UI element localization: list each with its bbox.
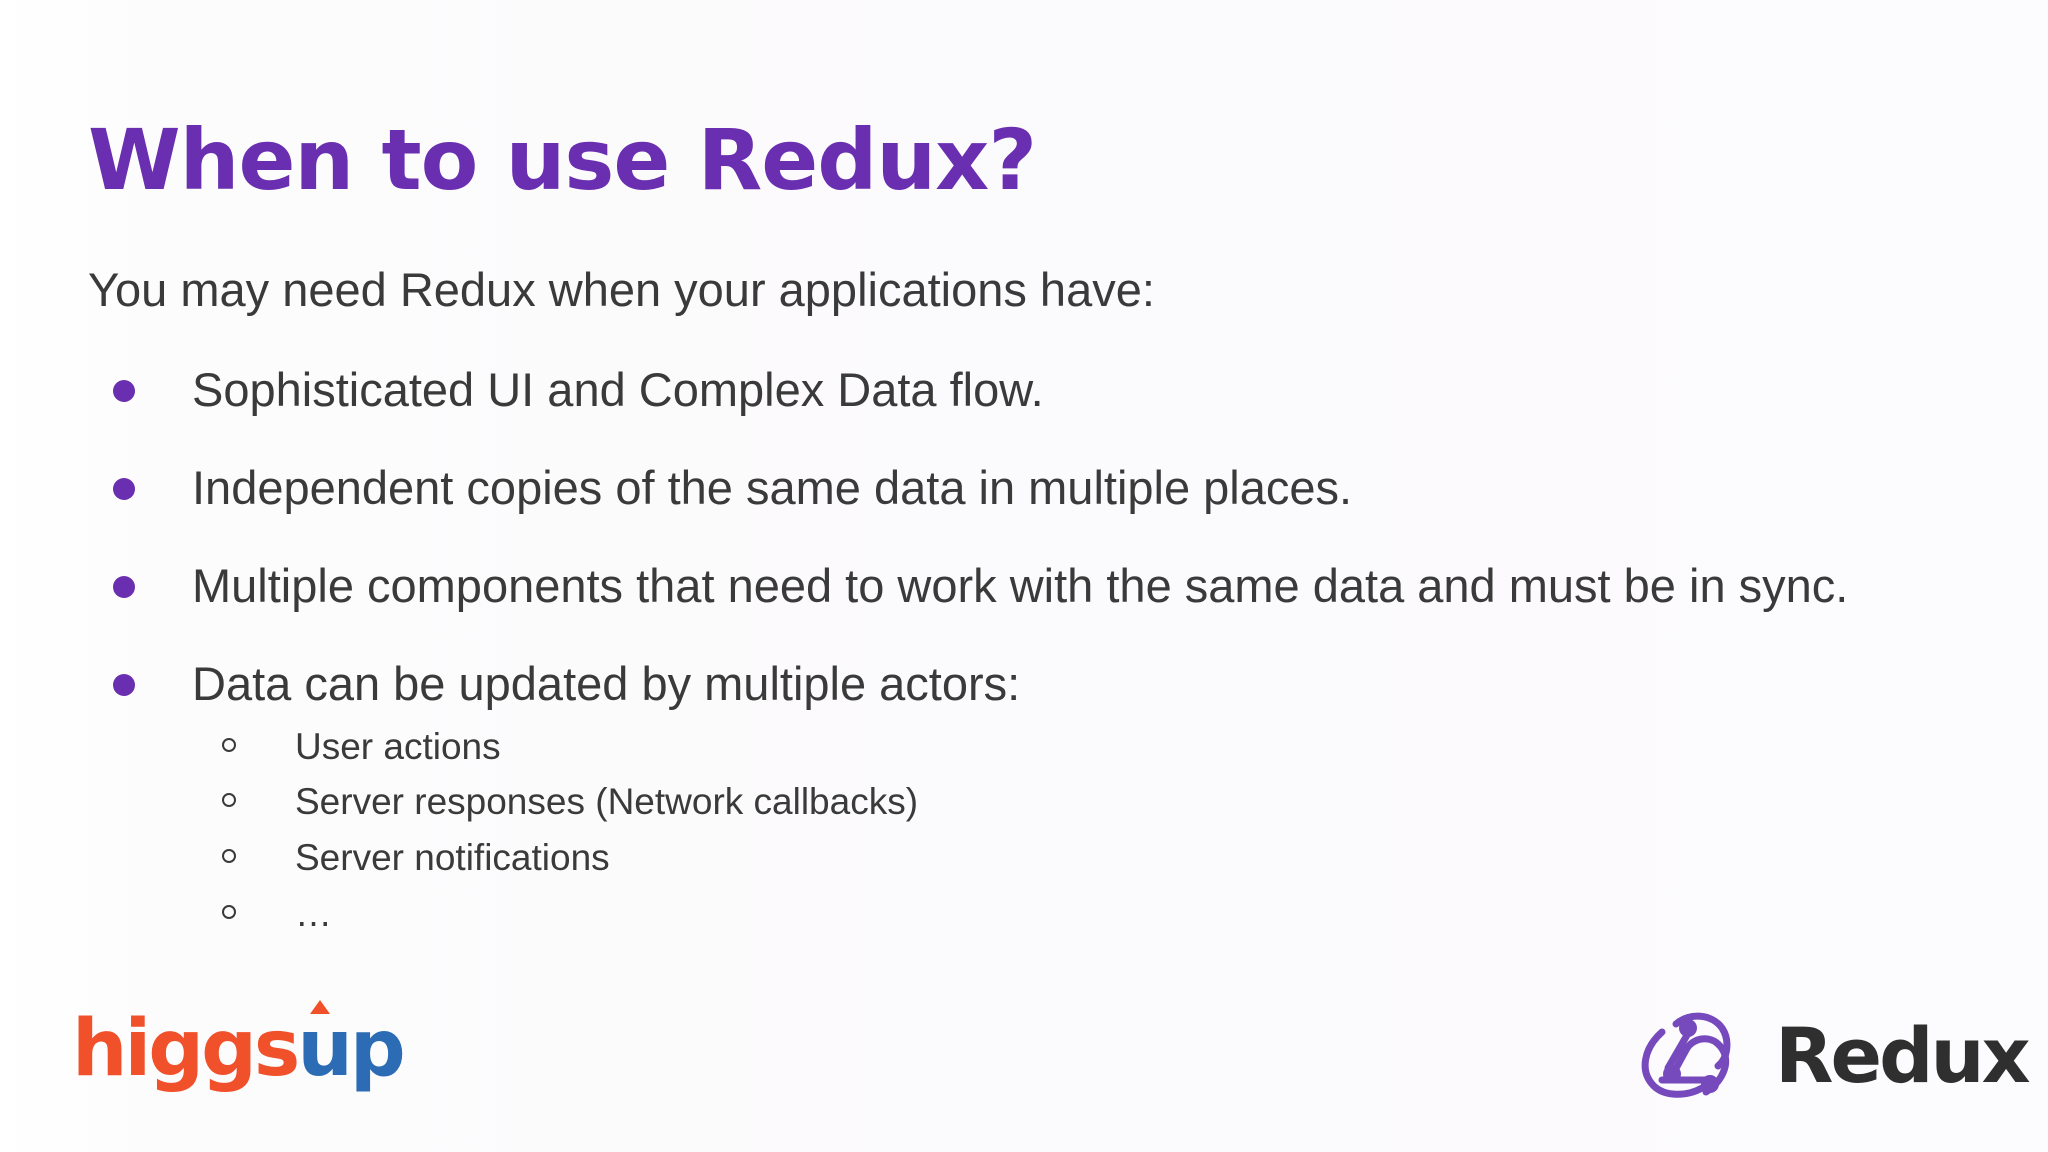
higgsup-wordmark-part-a: higgs [72,1004,300,1094]
sub-bullet-text: … [295,893,332,934]
higgsup-wordmark-part-b: up [297,1004,405,1094]
sub-bullet-icon [222,905,236,919]
bullet-text: Multiple components that need to work wi… [192,559,1849,612]
bullet-text: Independent copies of the same data in m… [192,461,1353,514]
intro-text: You may need Redux when your application… [88,263,1155,316]
sub-bullet-text: Server notifications [295,837,610,878]
higgsup-arrow-icon [310,1000,330,1014]
redux-logo-icon [1641,1012,1731,1098]
sub-bullet-icon [222,793,236,807]
bullet-text: Sophisticated UI and Complex Data flow. [192,363,1044,416]
higgsup-logo: higgsup [72,1000,406,1110]
slide-title: When to use Redux? [88,111,1037,209]
sub-bullet-text: Server responses (Network callbacks) [295,781,919,822]
sub-bullet-icon [222,849,236,863]
higgsup-wordmark: higgsup [72,1010,406,1088]
bullet-icon [113,478,135,500]
bullet-icon [113,576,135,598]
sub-bullet-icon [222,738,236,752]
redux-wordmark: Redux [1775,1011,2031,1100]
bullet-text: Data can be updated by multiple actors: [192,657,1021,710]
bullet-icon [113,674,135,696]
sub-bullet-text: User actions [295,726,501,767]
bullet-icon [113,380,135,402]
